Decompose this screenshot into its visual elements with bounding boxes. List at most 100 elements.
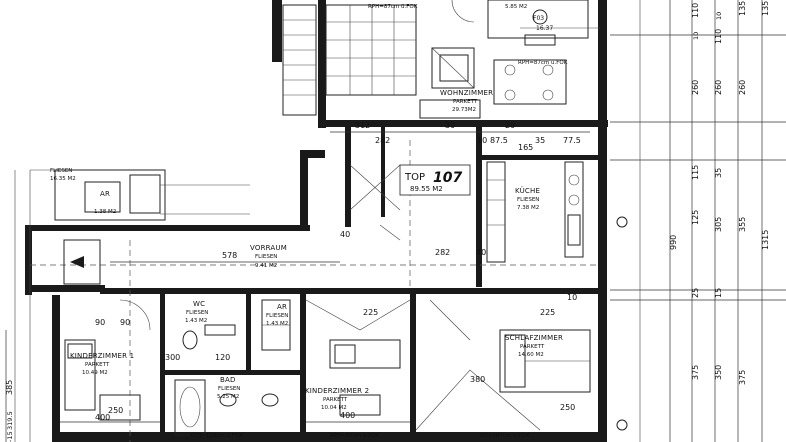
room-floor-wc: FLIESEN bbox=[186, 310, 208, 316]
dim-r2-15: 15 bbox=[714, 288, 723, 298]
parapet-labels: RPH=87cm ü.FOK RPH=87cm ü.FOK RPH=122cm … bbox=[190, 4, 568, 439]
kids-room-2-furniture bbox=[305, 299, 411, 416]
room-name-wc: WC bbox=[193, 300, 205, 308]
dim-r2-10: 10 bbox=[715, 12, 723, 20]
room-area-kueche: 7.38 M2 bbox=[517, 205, 539, 211]
room-labels: WOHNZIMMER PARKETT 29.73M2 KÜCHE FLIESEN… bbox=[50, 4, 563, 411]
f03-value: 16.37 bbox=[536, 25, 553, 32]
dim-r3-375: 375 bbox=[738, 370, 747, 385]
dim-90a: 90 bbox=[95, 318, 105, 327]
interior-dimensions: 312 30 20 282 10 87.5 35 77.5 165 282 40… bbox=[60, 121, 590, 423]
bathroom-fixtures bbox=[174, 299, 291, 436]
parapet-label-bottom-1: RPH=122cm ü.FOK bbox=[190, 433, 243, 439]
living-room-furniture bbox=[419, 0, 600, 119]
room-area-wohnzimmer: 29.73M2 bbox=[452, 107, 476, 113]
dim-r3-135: 135 bbox=[761, 1, 770, 16]
room-name-kinderzimmer1: KINDERZIMMER 1 bbox=[70, 352, 134, 360]
walls bbox=[25, 0, 608, 442]
room-area-vorraum: 9.41 M2 bbox=[255, 263, 277, 269]
parapet-label-upper-right: RPH=87cm ü.FOK bbox=[518, 60, 568, 66]
kitchen-counter bbox=[486, 161, 584, 263]
dim-10b: 10 bbox=[567, 293, 577, 302]
balcony-area: 5.85 M2 bbox=[505, 4, 527, 10]
dim-250b: 250 bbox=[560, 403, 575, 412]
dim-r1-110: 110 bbox=[691, 3, 700, 18]
room-name-ar-left: AR bbox=[100, 190, 110, 198]
dim-r3-260: 260 bbox=[738, 80, 747, 95]
room-name-wohnzimmer: WOHNZIMMER bbox=[440, 89, 493, 97]
parapet-label-bottom-3: RPH=87cm ü.FOK bbox=[480, 433, 530, 439]
axis-lines bbox=[30, 140, 600, 442]
stair-hatching bbox=[282, 4, 417, 116]
room-area-kinderzimmer1: 10.49 M2 bbox=[82, 370, 108, 376]
dim-312: 312 bbox=[355, 121, 370, 130]
dim-r3-355: 355 bbox=[738, 217, 747, 232]
dim-282a: 282 bbox=[375, 136, 390, 145]
dim-r1-135: 135 bbox=[738, 1, 747, 16]
dim-35a: 35 bbox=[535, 136, 545, 145]
room-floor-bad: FLIESEN bbox=[218, 386, 240, 392]
room-name-ar-small: AR bbox=[277, 303, 287, 311]
dim-30a: 30 bbox=[445, 121, 455, 130]
room-floor-ar-small: FLIESEN bbox=[266, 313, 288, 319]
room-name-kinderzimmer2: KINDERZIMMER 2 bbox=[305, 387, 369, 395]
parapet-label-top: RPH=87cm ü.FOK bbox=[368, 4, 418, 10]
f03-label: F03 bbox=[533, 15, 544, 22]
fliesen-left-area: 16.35 M2 bbox=[50, 176, 76, 182]
right-dimension-chains: 110 135 260 115 125 25 375 10 10 110 260… bbox=[610, 0, 786, 442]
parapet-label-bottom-2: RPH=87cm ü.FOK bbox=[330, 433, 380, 439]
entry-details bbox=[14, 169, 250, 442]
dim-87-5: 87.5 bbox=[490, 136, 508, 145]
dim-left-385: 385 bbox=[5, 380, 14, 395]
left-dimension-chain: 385 319.5 -15 bbox=[5, 330, 14, 442]
unit-top: TOP bbox=[404, 172, 425, 183]
room-area-ar-left: 1.38 M2 bbox=[94, 209, 116, 215]
dim-165: 165 bbox=[518, 143, 533, 152]
room-name-kueche: KÜCHE bbox=[515, 186, 540, 195]
room-floor-wohnzimmer: PARKETT bbox=[453, 99, 478, 105]
dim-40a: 40 bbox=[476, 248, 486, 257]
kids-room-1-furniture bbox=[64, 299, 151, 421]
dim-578: 578 bbox=[222, 251, 237, 260]
room-name-schlafzimmer: SCHLAFZIMMER bbox=[505, 334, 563, 342]
room-area-ar-small: 1.43 M2 bbox=[266, 321, 288, 327]
room-name-bad: BAD bbox=[220, 376, 236, 384]
dim-r2-260: 260 bbox=[714, 80, 723, 95]
dim-300: 300 bbox=[165, 353, 180, 362]
dim-120: 120 bbox=[215, 353, 230, 362]
dim-77-5: 77.5 bbox=[563, 136, 581, 145]
dim-225b: 225 bbox=[540, 308, 555, 317]
room-area-bad: 5.25 M2 bbox=[217, 394, 239, 400]
unit-label: TOP 107 89.55 M2 bbox=[399, 164, 471, 196]
room-name-vorraum: VORRAUM bbox=[250, 244, 287, 252]
f03-marker: F03 16.37 bbox=[524, 9, 556, 46]
room-floor-schlafzimmer: PARKETT bbox=[520, 344, 545, 350]
dim-40b: 40 bbox=[340, 230, 350, 239]
dim-left-319-5: 319.5 bbox=[6, 411, 14, 430]
bedroom-furniture bbox=[415, 299, 591, 431]
dim-r4-990: 990 bbox=[669, 235, 678, 250]
dim-r1-125: 125 bbox=[691, 210, 700, 225]
room-floor-kinderzimmer2: PARKETT bbox=[323, 397, 348, 403]
dim-400a: 400 bbox=[95, 413, 110, 422]
dim-r2-35: 35 bbox=[714, 168, 723, 178]
dim-20a: 20 bbox=[505, 121, 515, 130]
dim-r2-350: 350 bbox=[714, 365, 723, 380]
fliesen-left-label: FLIESEN bbox=[50, 168, 72, 174]
dim-282b: 282 bbox=[435, 248, 450, 257]
dim-10a: 10 bbox=[477, 136, 487, 145]
dim-r2-110: 110 bbox=[714, 29, 723, 44]
dim-r1-260: 260 bbox=[691, 80, 700, 95]
unit-area: 89.55 M2 bbox=[410, 185, 443, 193]
dim-left-15: -15 bbox=[6, 431, 14, 442]
dim-r5-1315: 1315 bbox=[761, 230, 770, 250]
dim-225a: 225 bbox=[363, 308, 378, 317]
dim-90b: 90 bbox=[120, 318, 130, 327]
dim-250a: 250 bbox=[108, 406, 123, 415]
dim-400b: 400 bbox=[340, 411, 355, 420]
dim-r1-115: 115 bbox=[691, 165, 700, 180]
dim-380: 380 bbox=[470, 375, 485, 384]
dim-r1-10: 10 bbox=[692, 32, 700, 40]
room-floor-kinderzimmer1: PARKETT bbox=[85, 362, 110, 368]
